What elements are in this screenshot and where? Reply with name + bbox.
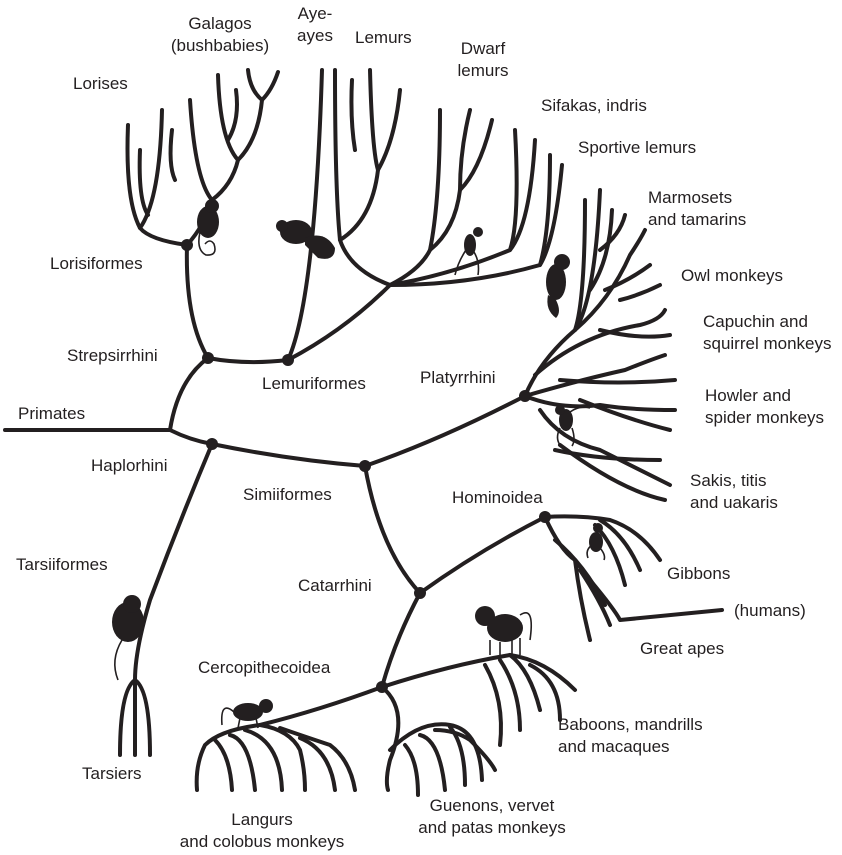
label-baboons: Baboons, mandrills and macaques — [558, 714, 703, 758]
label-primates: Primates — [18, 403, 85, 425]
label-aye-ayes: Aye- ayes — [297, 3, 333, 47]
label-cercopithecoidea: Cercopithecoidea — [198, 657, 330, 679]
node-haplorhini — [206, 438, 218, 450]
label-sifakas: Sifakas, indris — [541, 95, 647, 117]
label-howler-line1: Howler and — [705, 385, 824, 407]
label-platyrrhini: Platyrrhini — [420, 367, 496, 389]
label-guenons: Guenons, vervet and patas monkeys — [418, 795, 565, 839]
label-galagos: Galagos (bushbabies) — [171, 13, 269, 57]
node-lorisiformes — [181, 239, 193, 251]
label-marmosets-line1: Marmosets — [648, 187, 746, 209]
node-hominoidea — [539, 511, 551, 523]
marmoset-silhouette-icon — [546, 254, 570, 318]
label-dwarf-lemurs-line2: lemurs — [457, 60, 508, 82]
node-strepsirrhini — [202, 352, 214, 364]
label-marmosets: Marmosets and tamarins — [648, 187, 746, 231]
label-galagos-line1: Galagos — [171, 13, 269, 35]
label-capuchin-line2: squirrel monkeys — [703, 333, 832, 355]
label-langurs-line2: and colobus monkeys — [180, 831, 344, 853]
label-sakis-line1: Sakis, titis — [690, 470, 778, 492]
label-howler-line2: spider monkeys — [705, 407, 824, 429]
node-catarrhini — [414, 587, 426, 599]
label-tarsiers: Tarsiers — [82, 763, 142, 785]
label-lorisiformes: Lorisiformes — [50, 253, 143, 275]
label-sakis-line2: and uakaris — [690, 492, 778, 514]
label-galagos-line2: (bushbabies) — [171, 35, 269, 57]
label-guenons-line1: Guenons, vervet — [418, 795, 565, 817]
label-sportive-lemurs: Sportive lemurs — [578, 137, 696, 159]
label-humans: (humans) — [734, 600, 806, 622]
label-capuchin-line1: Capuchin and — [703, 311, 832, 333]
label-capuchin: Capuchin and squirrel monkeys — [703, 311, 832, 355]
label-gibbons: Gibbons — [667, 563, 730, 585]
label-lorises: Lorises — [73, 73, 128, 95]
label-haplorhini: Haplorhini — [91, 455, 168, 477]
loris-silhouette-icon — [197, 199, 219, 255]
label-marmosets-line2: and tamarins — [648, 209, 746, 231]
label-owl-monkeys: Owl monkeys — [681, 265, 783, 287]
label-howler: Howler and spider monkeys — [705, 385, 824, 429]
node-simiiformes — [359, 460, 371, 472]
label-guenons-line2: and patas monkeys — [418, 817, 565, 839]
label-baboons-line1: Baboons, mandrills — [558, 714, 703, 736]
node-lemuriformes — [282, 354, 294, 366]
label-great-apes: Great apes — [640, 638, 724, 660]
label-langurs-line1: Langurs — [180, 809, 344, 831]
label-lemurs: Lemurs — [355, 27, 412, 49]
baboon-silhouette-icon — [475, 606, 531, 655]
label-hominoidea: Hominoidea — [452, 487, 543, 509]
label-baboons-line2: and macaques — [558, 736, 703, 758]
label-dwarf-lemurs: Dwarf lemurs — [457, 38, 508, 82]
label-dwarf-lemurs-line1: Dwarf — [457, 38, 508, 60]
node-cercopithecoidea — [376, 681, 388, 693]
label-strepsirrhini: Strepsirrhini — [67, 345, 158, 367]
aye-aye-silhouette-icon — [276, 220, 335, 259]
label-lemuriformes: Lemuriformes — [262, 373, 366, 395]
label-simiiformes: Simiiformes — [243, 484, 332, 506]
label-langurs: Langurs and colobus monkeys — [180, 809, 344, 853]
label-catarrhini: Catarrhini — [298, 575, 372, 597]
label-tarsiiformes: Tarsiiformes — [16, 554, 108, 576]
gibbon-silhouette-icon — [587, 523, 604, 560]
label-aye-ayes-line1: Aye- — [297, 3, 333, 25]
node-platyrrhini — [519, 390, 531, 402]
label-aye-ayes-line2: ayes — [297, 25, 333, 47]
label-sakis: Sakis, titis and uakaris — [690, 470, 778, 514]
tree-branches — [5, 70, 722, 795]
